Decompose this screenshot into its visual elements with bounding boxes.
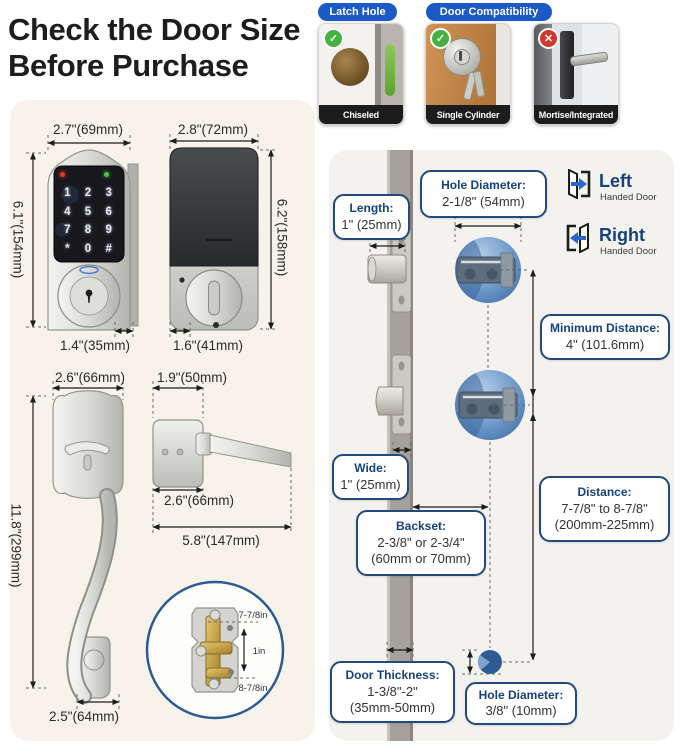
card-single-cylinder: ✓ Single Cylinder: [425, 23, 511, 125]
latch-hole-badge: Latch Hole: [318, 3, 397, 21]
wide-label: Wide:: [354, 461, 387, 476]
hole-diameter-top-label: Hole Diameter:: [441, 178, 526, 193]
left-handed-subtitle: Handed Door: [600, 192, 657, 203]
left-handed-door-icon: [568, 169, 591, 199]
door-thickness-label: Door Thickness:: [345, 667, 440, 682]
right-handed-door-icon: [566, 223, 589, 253]
card-chiseled: ✓ Chiseled: [318, 23, 404, 125]
key-cylinder: [454, 49, 470, 65]
dim-back-bolt: 1.6"(41mm): [172, 338, 244, 353]
right-handed-title: Right: [599, 225, 645, 245]
cross-icon: ✕: [538, 28, 559, 49]
latch-hole-badge-label: Latch Hole: [329, 6, 386, 18]
key-6: 6: [105, 205, 112, 218]
key-star: *: [65, 242, 70, 255]
door-compatibility-badge: Door Compatibility: [426, 3, 552, 21]
key-5: 5: [84, 205, 92, 218]
dim-back-height: 6.2"(158mm): [274, 198, 290, 277]
distance-value-1: 7-7/8" to 8-7/8": [561, 500, 648, 516]
key-7: 7: [64, 224, 71, 237]
distance-label: Distance:: [577, 484, 632, 499]
hole-diameter-bottom-value: 3/8" (10mm): [485, 703, 557, 719]
card-caption-text: Mortise/Integrated: [538, 109, 614, 120]
key-4: 4: [64, 205, 71, 218]
backset-value-1: 2-3/8" or 2-3/4": [377, 534, 465, 550]
key-9: 9: [105, 224, 112, 237]
length-value: 1" (25mm): [341, 216, 402, 232]
hole-diameter-top-callout: Hole Diameter: 2-1/8" (54mm): [420, 170, 547, 218]
card-caption-text: Chiseled: [343, 109, 379, 120]
key-3: 3: [105, 187, 112, 200]
door-thickness-value-2: (35mm-50mm): [349, 699, 436, 715]
card-caption: Mortise/Integrated: [534, 105, 618, 124]
dim-front-width: 2.7"(69mm): [52, 122, 124, 137]
minimum-distance-value: 4" (101.6mm): [565, 336, 645, 352]
check-icon: ✓: [323, 28, 344, 49]
distance-callout: Distance: 7-7/8" to 8-7/8" (200mm-225mm): [539, 476, 670, 542]
key-hash: #: [105, 242, 112, 255]
door-frame-edge: [496, 24, 510, 105]
dim-latch-bottom: 8-7/8in: [238, 683, 268, 694]
key-0: 0: [84, 242, 92, 255]
dim-front-bolt: 1.4"(35mm): [59, 338, 131, 353]
hole-diameter-bottom-callout: Hole Diameter: 3/8" (10mm): [465, 682, 577, 725]
page-title: Check the Door Size Before Purchase: [8, 12, 328, 84]
length-callout: Length: 1" (25mm): [333, 194, 410, 240]
card-caption-text: Single Cylinder: [436, 109, 500, 120]
door-panel: [582, 24, 618, 105]
title-line2: Before Purchase: [8, 47, 249, 83]
left-handed-title: Left: [599, 171, 632, 191]
backset-value-2: (60mm or 70mm): [371, 550, 471, 566]
dim-latch-mid: 1in: [252, 646, 266, 657]
wide-value: 1" (25mm): [340, 476, 401, 492]
keyway: [459, 51, 462, 61]
key-1: 1: [64, 187, 71, 200]
chiseled-latch-hole: [331, 48, 369, 86]
check-icon: ✓: [430, 28, 451, 49]
key-8: 8: [84, 224, 92, 237]
card-mortise: ✕ Mortise/Integrated: [533, 23, 619, 125]
door-edge-line: [375, 24, 381, 105]
check-glyph: ✓: [435, 33, 446, 45]
card-caption: Single Cylinder: [426, 105, 510, 124]
dim-handle-width: 2.6"(66mm): [54, 370, 126, 385]
minimum-distance-callout: Minimum Distance: 4" (101.6mm): [540, 314, 670, 360]
dim-latch-top: 7-7/8in: [238, 610, 268, 621]
dim-front-height: 6.1"(154mm): [10, 200, 26, 279]
mortise-plate: [560, 31, 574, 99]
check-glyph: ✓: [328, 33, 339, 45]
dim-back-width: 2.8"(72mm): [177, 122, 249, 137]
hole-diameter-bottom-label: Hole Diameter:: [478, 687, 564, 702]
red-led: [60, 172, 65, 177]
door-thickness-value-1: 1-3/8"-2": [367, 683, 418, 699]
cross-glyph: ✕: [543, 33, 554, 45]
backset-label: Backset:: [395, 518, 447, 533]
backset-callout: Backset: 2-3/8" or 2-3/4" (60mm or 70mm): [356, 510, 486, 576]
green-led: [104, 172, 109, 177]
dim-lever-top: 1.9"(50mm): [156, 370, 228, 385]
distance-value-2: (200mm-225mm): [554, 516, 655, 532]
hole-diameter-top-value: 2-1/8" (54mm): [442, 193, 525, 209]
dim-lever-plate: 2.6"(66mm): [163, 493, 235, 508]
card-caption: Chiseled: [319, 105, 403, 124]
green-latch-strip: [385, 44, 395, 96]
dim-handle-bottom: 2.5"(64mm): [48, 709, 120, 724]
length-label: Length:: [349, 201, 394, 216]
door-compatibility-badge-label: Door Compatibility: [439, 6, 539, 18]
dim-handle-height: 11.8"(299mm): [8, 503, 24, 588]
door-thickness-callout: Door Thickness: 1-3/8"-2" (35mm-50mm): [330, 661, 455, 723]
right-handed-subtitle: Handed Door: [600, 246, 657, 257]
dim-lever-length: 5.8"(147mm): [182, 533, 260, 548]
minimum-distance-label: Minimum Distance:: [549, 321, 660, 336]
lock-dimensions-panel: [10, 100, 315, 741]
wide-callout: Wide: 1" (25mm): [332, 454, 409, 500]
key-2: 2: [84, 187, 92, 200]
keypad: 1 2 3 4 5 6 7 8 9 * 0 #: [57, 184, 119, 258]
title-line1: Check the Door Size: [8, 12, 301, 47]
